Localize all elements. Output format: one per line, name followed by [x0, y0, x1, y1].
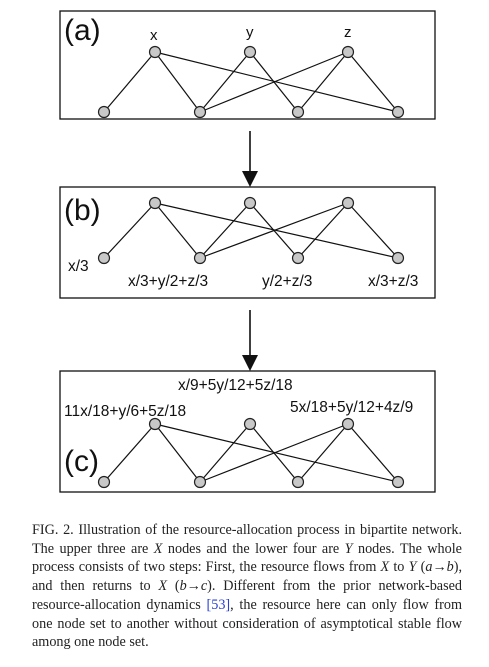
edge-panel1-8 — [347, 51, 399, 113]
caption-part: a — [425, 559, 433, 576]
node-y1-panel3 — [97, 475, 111, 489]
panel-c-label: (c) — [64, 445, 99, 478]
node-x2-panel2 — [243, 196, 257, 210]
caption-part: X — [153, 540, 163, 557]
node-y4-panel3 — [391, 475, 405, 489]
caption-part: c — [200, 578, 208, 595]
edge-panel2-8 — [347, 202, 399, 259]
edge-panel2-7 — [297, 202, 349, 259]
edge-panel3-6 — [199, 423, 349, 483]
node-y4-panel2 — [391, 251, 405, 265]
caption-part: b — [179, 578, 187, 595]
caption-part: X — [158, 578, 168, 595]
node-label-x: x — [150, 27, 158, 44]
value-label-b-y2: x/3+y/2+z/3 — [128, 273, 208, 290]
panel-a-label: (a) — [64, 14, 101, 47]
figure-caption: FIG. 2. Illustration of the resource-all… — [32, 521, 462, 652]
panel-b-frame — [59, 186, 436, 299]
value-label-b-y1: x/3 — [68, 258, 89, 275]
node-y3-panel3 — [291, 475, 305, 489]
edge-panel2-2 — [154, 202, 201, 259]
caption-part: → — [186, 578, 201, 595]
panel-a-frame — [59, 10, 436, 120]
edge-panel3-7 — [297, 423, 349, 483]
caption-part: ( — [167, 578, 180, 595]
bipartite-edges — [103, 51, 399, 483]
node-label-y: y — [246, 24, 254, 41]
node-x3-panel1 — [341, 45, 355, 59]
caption-part: nodes and the lower four are — [162, 540, 345, 557]
edge-panel2-1 — [103, 202, 156, 259]
edge-panel1-3 — [154, 51, 399, 113]
edge-panel3-2 — [154, 423, 201, 483]
edge-panel2-4 — [199, 202, 251, 259]
caption-part: Y — [344, 540, 353, 557]
node-x3-panel3 — [341, 417, 355, 431]
value-label-c-x2: x/9+5y/12+5z/18 — [178, 377, 293, 394]
value-label-c-x1: 11x/18+y/6+5z/18 — [64, 403, 186, 420]
caption-part: b — [446, 559, 454, 576]
edge-panel1-6 — [199, 51, 349, 113]
caption-part: to — [389, 559, 409, 576]
caption-part: nodes. The whole process consists of two… — [32, 540, 462, 576]
node-x2-panel1 — [243, 45, 257, 59]
node-label-z: z — [344, 24, 352, 41]
node-y2-panel1 — [193, 105, 207, 119]
node-y1-panel1 — [97, 105, 111, 119]
caption-part: Y — [408, 559, 417, 576]
node-y4-panel1 — [391, 105, 405, 119]
edge-panel3-8 — [347, 423, 399, 483]
panel-b-label: (b) — [64, 194, 101, 227]
edge-panel2-6 — [199, 202, 349, 259]
bipartite-nodes — [97, 45, 405, 489]
edge-panel3-4 — [199, 423, 251, 483]
caption-part: , the resource here can only flow from o… — [32, 596, 462, 651]
edge-panel3-1 — [103, 423, 156, 483]
edge-panel1-1 — [103, 51, 156, 113]
node-y1-panel2 — [97, 251, 111, 265]
value-label-b-y4: x/3+z/3 — [368, 273, 418, 290]
node-y2-panel3 — [193, 475, 207, 489]
node-y3-panel2 — [291, 251, 305, 265]
edge-panel2-3 — [154, 202, 399, 259]
node-x2-panel3 — [243, 417, 257, 431]
panel-c-frame — [59, 370, 436, 493]
caption-part: X — [380, 559, 390, 576]
caption-part: ( — [416, 559, 426, 576]
edge-panel3-3 — [154, 423, 399, 483]
node-x3-panel2 — [341, 196, 355, 210]
node-y3-panel1 — [291, 105, 305, 119]
node-x1-panel3 — [148, 417, 162, 431]
caption-part: ), and then returns to — [32, 559, 462, 595]
edge-panel1-7 — [297, 51, 349, 113]
caption-part: FIG. 2. Illustration of the resource-all… — [32, 522, 462, 557]
caption-part: [53] — [206, 596, 231, 613]
caption-part: → — [432, 559, 447, 576]
value-label-b-y3: y/2+z/3 — [262, 273, 312, 290]
value-label-c-x3: 5x/18+5y/12+4z/9 — [290, 399, 413, 416]
edge-panel1-4 — [199, 51, 251, 113]
caption-part: ). Different from the prior network-base… — [32, 578, 463, 613]
figure-2: (a) (b) (c) x y z x/3 x/3+y/2+z/3 y/2+z/… — [59, 10, 436, 493]
edge-panel1-2 — [154, 51, 201, 113]
node-y2-panel2 — [193, 251, 207, 265]
node-x1-panel1 — [148, 45, 162, 59]
node-x1-panel2 — [148, 196, 162, 210]
